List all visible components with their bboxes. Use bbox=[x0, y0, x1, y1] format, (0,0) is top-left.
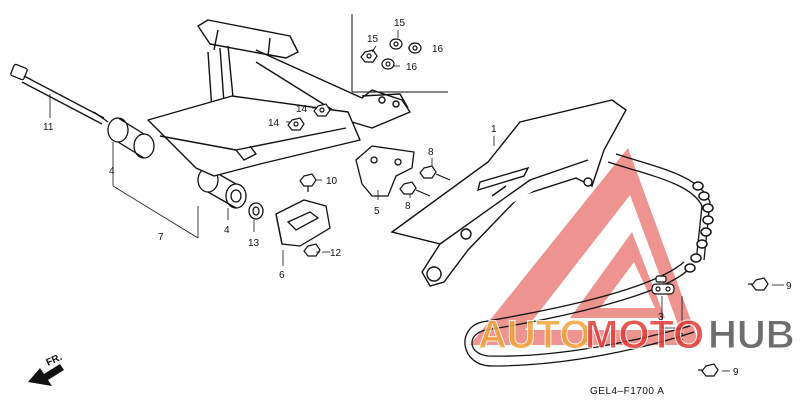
chain-case-bracket bbox=[355, 145, 415, 197]
watermark-word-auto: AUTO bbox=[478, 313, 591, 357]
collar bbox=[248, 202, 264, 220]
callout-10: 10 bbox=[326, 176, 338, 187]
leader-lines bbox=[49, 30, 784, 372]
bushing-upper bbox=[107, 117, 155, 159]
drive-chain bbox=[464, 153, 714, 367]
callout-5: 5 bbox=[374, 206, 380, 217]
swingarm bbox=[147, 19, 411, 177]
washer-16-lower bbox=[381, 58, 395, 70]
washer-16-upper bbox=[408, 42, 422, 54]
front-direction-arrow: FR. bbox=[28, 352, 64, 386]
callout-16-upper: 16 bbox=[432, 44, 444, 55]
callout-4-lower: 4 bbox=[224, 225, 230, 236]
nut-15-upper bbox=[389, 38, 403, 50]
watermark-text: AUTO MOTO HUB bbox=[478, 313, 796, 358]
bolt-12 bbox=[303, 243, 321, 257]
callout-9-lower: 9 bbox=[733, 367, 739, 378]
nut-14-upper bbox=[313, 103, 331, 117]
callout-14-upper: 14 bbox=[296, 104, 308, 115]
callout-4-upper: 4 bbox=[109, 166, 115, 177]
chain-slider bbox=[275, 199, 331, 247]
nut-14-lower bbox=[287, 117, 305, 131]
chain-case bbox=[390, 99, 627, 287]
callout-8-lower: 8 bbox=[405, 201, 411, 212]
diagram-code: GEL4–F1700 A bbox=[590, 386, 664, 397]
callout-3: 3 bbox=[658, 312, 664, 323]
bolt-9-upper bbox=[748, 277, 769, 291]
callout-15-lower: 15 bbox=[367, 34, 379, 45]
pivot-bolt bbox=[10, 63, 109, 125]
bolt-10 bbox=[299, 173, 317, 192]
watermark-logo bbox=[470, 148, 700, 345]
callout-13: 13 bbox=[248, 238, 260, 249]
callout-2: 2 bbox=[678, 332, 684, 343]
chain-links bbox=[684, 181, 714, 273]
callout-1: 1 bbox=[491, 124, 497, 135]
callout-labels: 1 2 3 4 4 5 6 7 8 8 9 9 10 11 12 13 14 1… bbox=[43, 18, 792, 378]
watermark-word-hub: HUB bbox=[708, 313, 795, 357]
callout-15-upper: 15 bbox=[394, 18, 406, 29]
callout-14-lower: 14 bbox=[268, 118, 280, 129]
master-link bbox=[651, 275, 675, 295]
watermark-word-moto: MOTO bbox=[585, 313, 704, 357]
callout-12: 12 bbox=[330, 248, 342, 259]
callout-16-lower: 16 bbox=[406, 62, 418, 73]
callout-7: 7 bbox=[158, 232, 164, 243]
bolt-8-lower bbox=[399, 181, 431, 197]
bushing-lower bbox=[197, 167, 247, 209]
callout-9-upper: 9 bbox=[786, 281, 792, 292]
nut-15-lower bbox=[360, 49, 378, 63]
callout-11: 11 bbox=[43, 122, 54, 133]
callout-6: 6 bbox=[279, 270, 285, 281]
callout-8-upper: 8 bbox=[428, 147, 434, 158]
bolt-9-lower bbox=[698, 363, 719, 377]
bolt-8-upper bbox=[419, 165, 451, 181]
